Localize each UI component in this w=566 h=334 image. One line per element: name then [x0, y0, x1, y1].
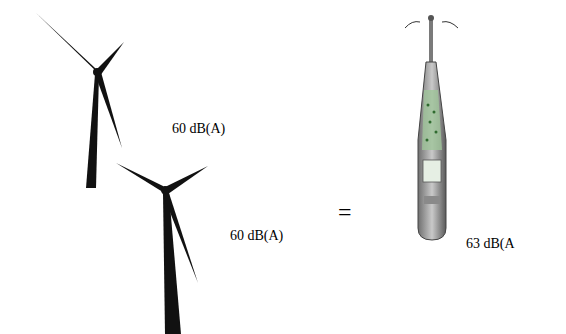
wind-turbine: [35, 12, 124, 188]
wind-turbine: [116, 163, 208, 334]
sound-level-meter: [405, 15, 458, 240]
sound-level-label: 60 dB(A): [172, 121, 225, 138]
sound-level-label: 63 dB(A: [466, 236, 515, 253]
equals-sign: =: [338, 198, 352, 227]
sound-level-label: 60 dB(A): [230, 228, 283, 245]
